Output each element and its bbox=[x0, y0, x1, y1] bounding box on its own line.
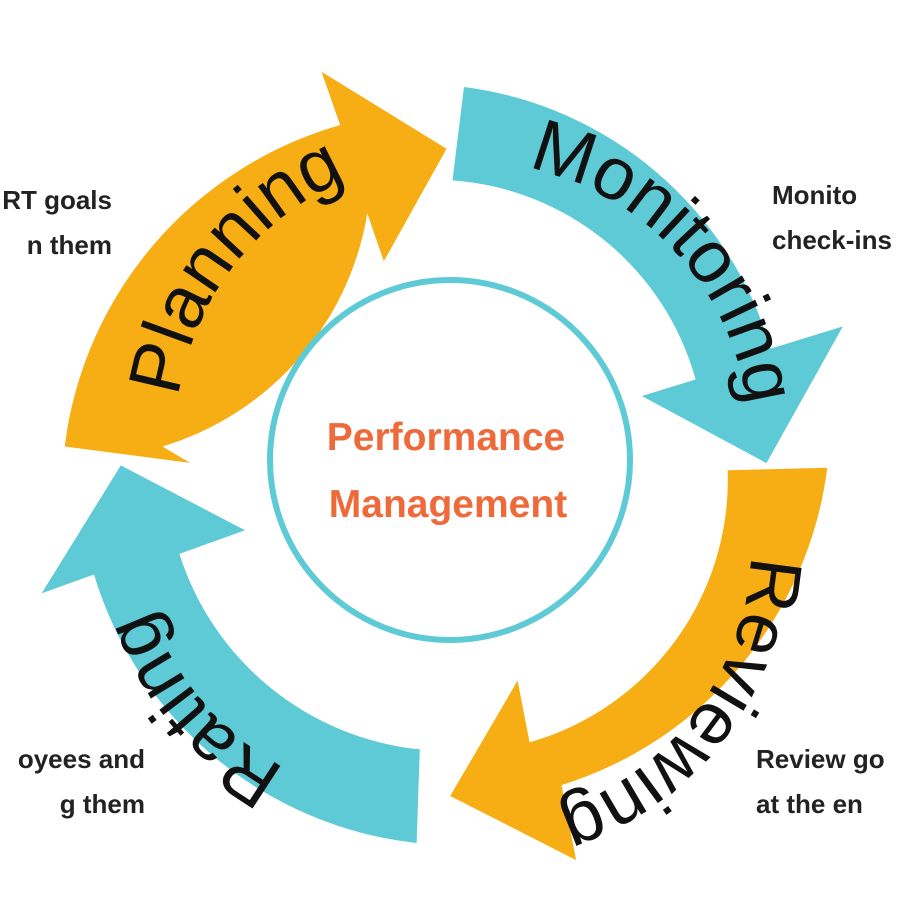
planning-note-line-2: n them bbox=[26, 230, 112, 260]
reviewing-note-line-2: at the en bbox=[756, 789, 863, 819]
reviewing-note-line-1: Review go bbox=[756, 744, 885, 774]
center-ring bbox=[267, 277, 633, 643]
monitoring-note: Monito check-ins bbox=[772, 173, 892, 263]
reviewing-arrow bbox=[450, 467, 828, 861]
rating-arrow bbox=[41, 465, 420, 843]
reviewing-note: Review go at the en bbox=[756, 737, 885, 827]
planning-arrow bbox=[64, 71, 447, 463]
center-title-line-1: Performance bbox=[327, 416, 565, 459]
monitoring-note-line-1: Monito bbox=[772, 180, 858, 210]
planning-note-line-1: RT goals bbox=[2, 185, 112, 215]
rating-note-line-2: g them bbox=[59, 789, 145, 819]
rating-note-line-1: oyees and bbox=[17, 744, 145, 774]
rating-note: oyees and g them bbox=[18, 737, 145, 827]
monitoring-note-line-2: check-ins bbox=[772, 225, 892, 255]
planning-note: RT goals n them bbox=[2, 178, 112, 268]
center-title-line-2: Management bbox=[329, 483, 567, 526]
monitoring-arrow bbox=[452, 87, 843, 464]
